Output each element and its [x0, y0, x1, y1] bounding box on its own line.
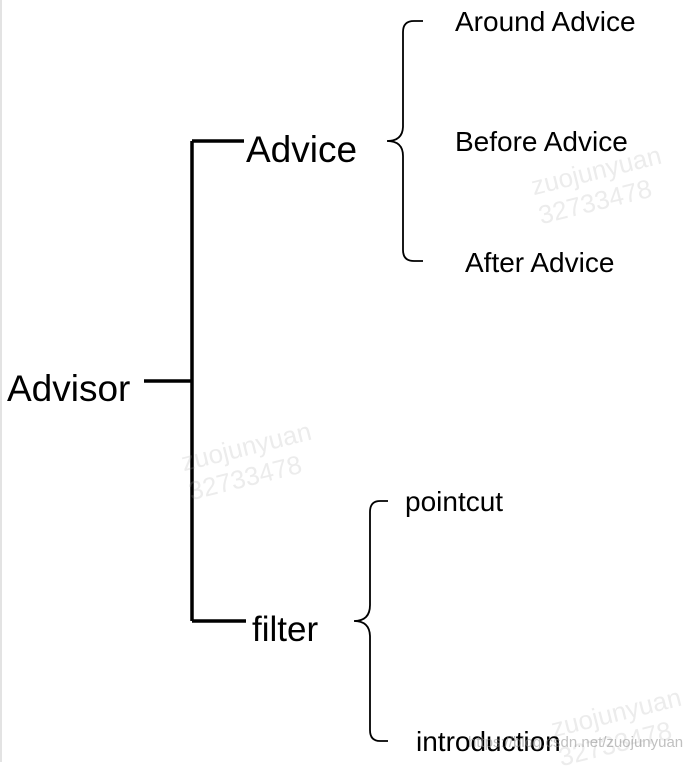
footer-watermark: https://blog.csdn.net/zuojunyuan [468, 734, 684, 751]
around-advice-label: Around Advice [455, 6, 636, 37]
left-border [0, 0, 2, 762]
before-advice-label: Before Advice [455, 126, 628, 157]
after-advice-label: After Advice [465, 247, 615, 278]
introduction-label: introduction [416, 726, 561, 757]
root-node-label: Advisor [7, 368, 131, 409]
filter-brace [353, 500, 388, 742]
advice-brace [386, 20, 423, 262]
advice-node-label: Advice [246, 129, 358, 170]
pointcut-label: pointcut [405, 486, 504, 517]
filter-node-label: filter [252, 610, 319, 649]
